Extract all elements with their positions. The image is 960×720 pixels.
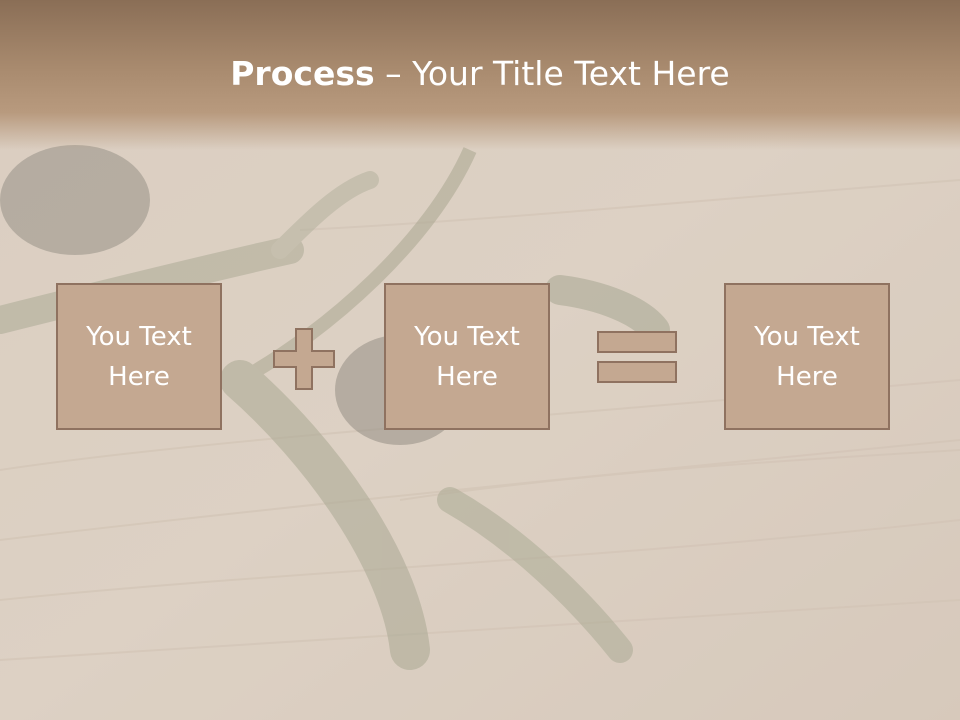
equals-icon — [597, 331, 677, 383]
plus-icon — [273, 328, 335, 390]
process-box-3[interactable]: You Text Here — [724, 283, 890, 430]
process-box-1[interactable]: You Text Here — [56, 283, 222, 430]
title-rest-text: – Your Title Text Here — [374, 54, 730, 93]
slide-title[interactable]: Process – Your Title Text Here — [0, 52, 960, 96]
process-box-2[interactable]: You Text Here — [384, 283, 550, 430]
process-box-1-label: You Text Here — [86, 321, 192, 392]
process-box-2-label: You Text Here — [414, 321, 520, 392]
title-bold-text: Process — [230, 54, 375, 93]
title-band — [0, 0, 960, 150]
process-box-3-label: You Text Here — [754, 321, 860, 392]
